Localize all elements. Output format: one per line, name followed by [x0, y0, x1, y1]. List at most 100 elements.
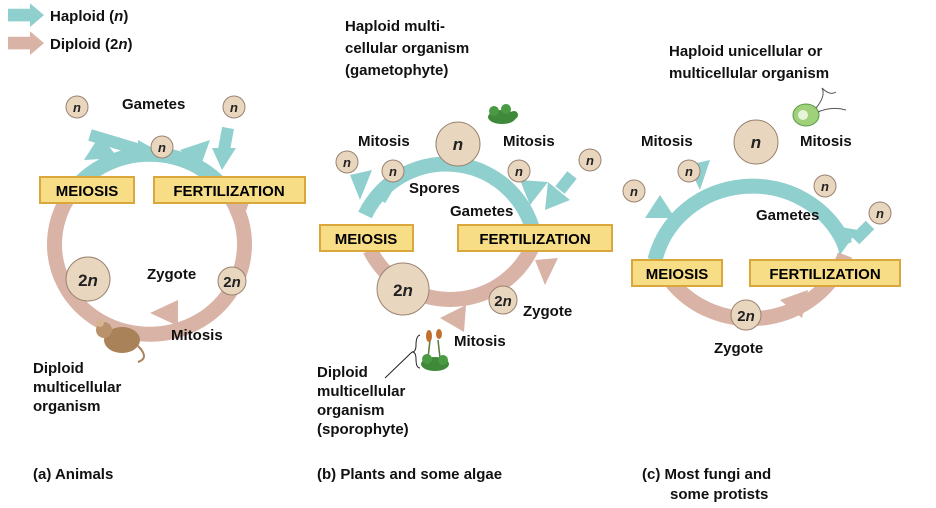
fertilization-box: FERTILIZATION	[153, 176, 306, 204]
svg-text:n: n	[821, 179, 829, 194]
svg-text:n: n	[586, 153, 594, 168]
svg-text:n: n	[230, 100, 238, 115]
haploid-organism-label-line2: cellular organism	[345, 40, 469, 57]
meiosis-box: MEIOSIS	[319, 224, 414, 252]
bracket	[411, 334, 421, 369]
zygote-label: Zygote	[523, 303, 572, 320]
protist-icon	[792, 87, 847, 127]
gametophyte-icon	[488, 104, 518, 124]
mitosis-left-label: Mitosis	[358, 133, 410, 150]
svg-text:FERTILIZATION: FERTILIZATION	[173, 183, 284, 200]
arrowhead	[138, 140, 158, 162]
haploid-organism-label-line2: multicellular organism	[669, 65, 829, 82]
spore-circle: n	[622, 179, 646, 203]
organism-label-line1: Diploid	[33, 360, 84, 377]
svg-text:n: n	[515, 164, 523, 179]
mitosis-right-label: Mitosis	[800, 133, 852, 150]
caption-a: (a) Animals	[33, 466, 113, 483]
caption-b: (b) Plants and some algae	[317, 466, 502, 483]
svg-text:2n: 2n	[78, 271, 98, 290]
legend-haploid-label: Haploid (n)	[50, 8, 128, 25]
svg-text:n: n	[630, 184, 638, 199]
spore-circle: n	[381, 159, 405, 183]
haploid-organism-label-line1: Haploid multi-	[345, 18, 445, 35]
organism-label-line3: organism	[33, 398, 101, 415]
gamete-circle: n	[65, 95, 89, 119]
arrowhead	[440, 305, 466, 332]
arrowhead	[535, 258, 558, 285]
gamete-circle: n	[813, 174, 837, 198]
mouse-icon	[96, 319, 145, 363]
organism-label-line2: multicellular	[33, 379, 122, 396]
svg-text:n: n	[343, 155, 351, 170]
caption-c-line1: (c) Most fungi and	[642, 466, 771, 483]
diploid-organism-label-line3: organism	[317, 402, 385, 419]
spore-circle: n	[677, 159, 701, 183]
arrowhead	[225, 200, 250, 232]
arrowhead	[645, 195, 675, 218]
diploid-cycle-arc	[47, 190, 252, 342]
arrowhead	[180, 140, 210, 168]
arrowhead	[212, 148, 236, 170]
mitosis-bottom-label: Mitosis	[454, 333, 506, 350]
mitosis-left-label: Mitosis	[641, 133, 693, 150]
gametes-label: Gametes	[122, 96, 185, 113]
arrowhead	[780, 290, 808, 318]
caption-c-line2: some protists	[670, 486, 768, 503]
arrowhead	[350, 170, 372, 200]
svg-text:2n: 2n	[393, 281, 413, 300]
panel-a: n n n Gametes MEIOSIS FERTILIZATION 2n 2…	[33, 95, 306, 483]
arrowhead	[520, 180, 548, 205]
legend-haploid-arrow	[8, 3, 44, 27]
diploid-circle: 2n	[65, 256, 111, 302]
mitosis-label: Mitosis	[171, 327, 223, 344]
haploid-organism-label-line3: (gametophyte)	[345, 62, 448, 79]
svg-text:MEIOSIS: MEIOSIS	[335, 231, 398, 248]
fertilization-box: FERTILIZATION	[457, 224, 613, 252]
arrowhead	[830, 225, 858, 255]
zygote-circle: 2n	[488, 285, 518, 315]
zygote-label: Zygote	[714, 340, 763, 357]
svg-text:MEIOSIS: MEIOSIS	[646, 266, 709, 283]
meiosis-box: MEIOSIS	[39, 176, 135, 204]
gamete-circle: n	[150, 135, 174, 159]
spores-label: Spores	[409, 180, 460, 197]
diploid-organism-label-line2: multicellular	[317, 383, 406, 400]
gametes-label: Gametes	[756, 207, 819, 224]
diploid-organism-label-line1: Diploid	[317, 364, 368, 381]
panel-b: Haploid multi- cellular organism (gameto…	[317, 18, 613, 483]
arrowhead	[84, 135, 118, 160]
haploid-organism-circle: n	[733, 119, 779, 165]
zygote-label: Zygote	[147, 266, 196, 283]
arrowhead	[150, 300, 178, 326]
mitosis-right-label: Mitosis	[503, 133, 555, 150]
legend-diploid-arrow	[8, 31, 44, 55]
panel-c: Haploid unicellular or multicellular org…	[622, 43, 901, 503]
zygote-circle: 2n	[217, 266, 247, 296]
zygote-circle: 2n	[730, 299, 762, 331]
meiosis-box: MEIOSIS	[631, 259, 723, 287]
gametes-label: Gametes	[450, 203, 513, 220]
svg-text:n: n	[158, 140, 166, 155]
gamete-circle: n	[578, 148, 602, 172]
gamete-circle: n	[868, 201, 892, 225]
svg-text:n: n	[389, 164, 397, 179]
arrowhead	[545, 182, 570, 210]
spore-circle: n	[335, 150, 359, 174]
svg-text:2n: 2n	[494, 293, 512, 310]
svg-text:FERTILIZATION: FERTILIZATION	[769, 266, 880, 283]
gamete-circle: n	[507, 159, 531, 183]
svg-text:2n: 2n	[737, 308, 755, 325]
sporophyte-icon	[421, 329, 449, 371]
svg-text:n: n	[685, 164, 693, 179]
gamete-circle: n	[222, 95, 246, 119]
diploid-organism-label-line4: (sporophyte)	[317, 421, 409, 438]
fertilization-box: FERTILIZATION	[749, 259, 901, 287]
svg-text:n: n	[876, 206, 884, 221]
svg-text:n: n	[751, 133, 761, 152]
svg-text:FERTILIZATION: FERTILIZATION	[479, 231, 590, 248]
diploid-circle: 2n	[376, 262, 430, 316]
pointer-line	[384, 351, 413, 379]
haploid-organism-circle: n	[435, 121, 481, 167]
